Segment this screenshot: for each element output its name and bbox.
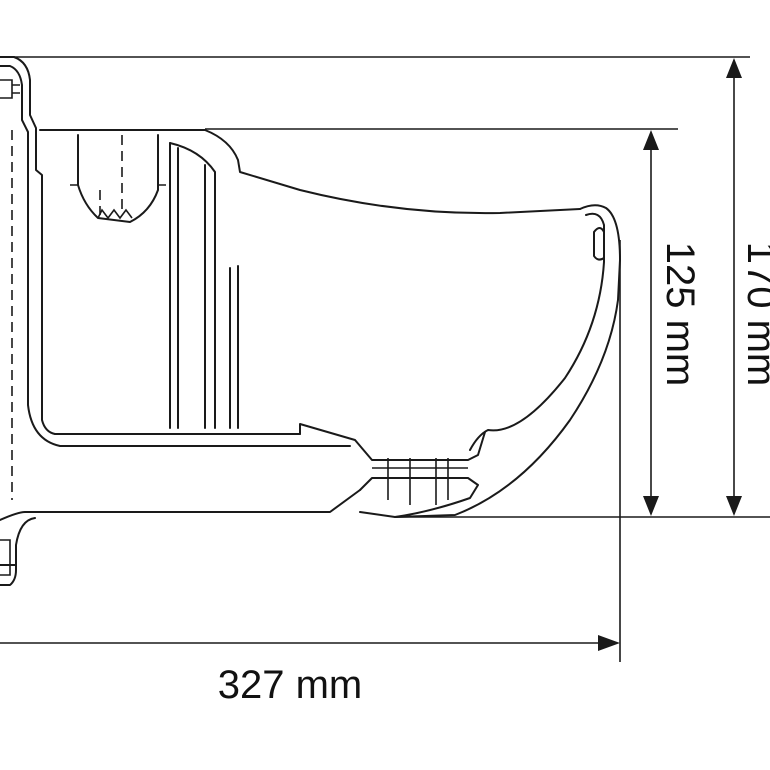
total-height-label: 170 mm xyxy=(739,242,770,387)
bowl-outline xyxy=(0,56,621,586)
dimension-bowl-height xyxy=(643,130,659,516)
bowl-height-arrow-top xyxy=(643,130,659,150)
total-height-arrow-top xyxy=(726,58,742,78)
depth-label: 327 mm xyxy=(218,663,363,707)
bowl-lip-bead xyxy=(593,227,605,261)
total-height-arrow-bottom xyxy=(726,496,742,516)
dimension-total-height xyxy=(726,58,742,516)
extension-lines xyxy=(0,56,770,662)
bowl-rim-top xyxy=(39,129,581,215)
flange-lower-tab xyxy=(0,489,361,521)
float-valve-thread xyxy=(97,208,133,220)
float-valve xyxy=(77,134,159,223)
mounting-flange xyxy=(0,56,301,435)
flange-lower-tab-inner xyxy=(0,517,36,586)
bowl-inner-floor xyxy=(54,423,486,461)
float-valve-hidden-body xyxy=(70,184,166,215)
mount-screw-bottom xyxy=(0,539,11,576)
dimension-depth xyxy=(0,635,620,651)
bowl-bottom-shell xyxy=(359,477,479,518)
mount-screw-top xyxy=(0,79,20,99)
flange-inner-edge xyxy=(0,65,351,447)
valve-chamber-side xyxy=(169,142,216,429)
bowl-front-lip xyxy=(394,204,621,518)
bowl-front-lip-inner xyxy=(469,212,605,451)
bowl-height-label: 125 mm xyxy=(658,242,702,387)
valve-chamber-wall xyxy=(169,142,179,429)
depth-arrow-head xyxy=(598,635,620,651)
drain-body xyxy=(372,458,468,505)
bowl-height-arrow-bottom xyxy=(643,496,659,516)
valve-plate xyxy=(229,265,239,429)
